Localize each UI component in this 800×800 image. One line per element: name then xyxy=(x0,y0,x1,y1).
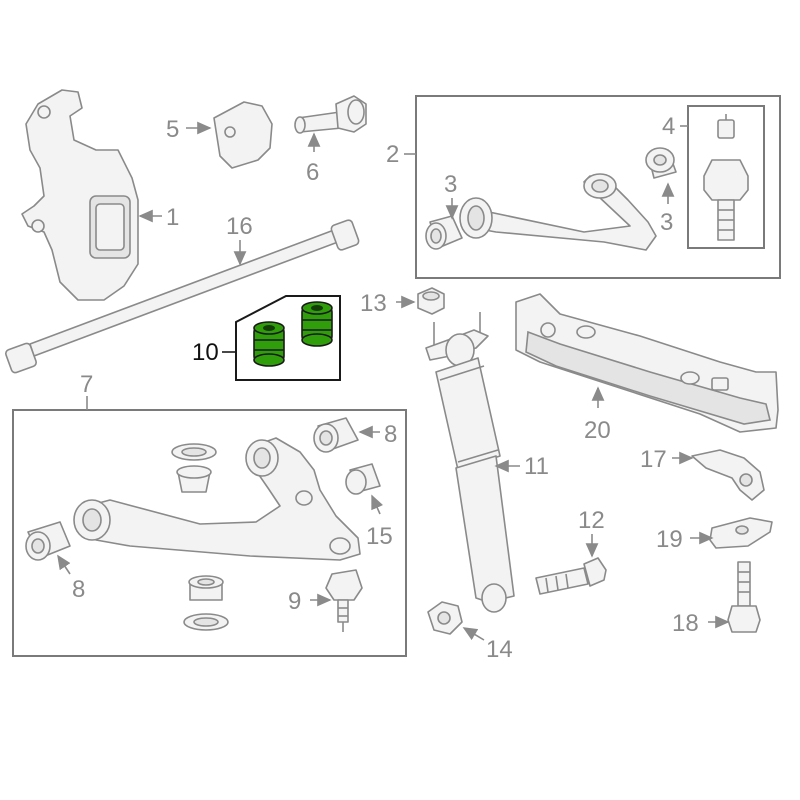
callout-2: 2 xyxy=(386,141,399,168)
callout-15: 15 xyxy=(366,523,393,550)
callout-10: 10 xyxy=(192,339,219,366)
cam-bolt xyxy=(294,95,367,134)
bushing-kit-box xyxy=(235,295,341,381)
bushing-left-highlighted xyxy=(253,321,285,367)
adjuster-bolt xyxy=(727,561,761,633)
upper-control-arm-group-box xyxy=(415,95,781,279)
upper-control-arm xyxy=(459,173,657,251)
callout-18: 18 xyxy=(672,610,699,637)
shock-bolt xyxy=(535,557,607,595)
splash-shield xyxy=(213,101,273,169)
upper-arm-bushing-right xyxy=(645,147,677,179)
lower-arm-bushing-left xyxy=(25,521,71,561)
stabilizer-bar xyxy=(5,219,360,374)
callout-9: 9 xyxy=(288,588,301,615)
steering-knuckle xyxy=(21,89,139,301)
insulator-upper xyxy=(176,465,212,493)
lower-nut xyxy=(427,601,463,635)
callout-8-bottom: 8 xyxy=(72,576,85,603)
bushing-right-highlighted xyxy=(301,301,333,347)
callout-19: 19 xyxy=(656,526,683,553)
lower-arm-bushing-small xyxy=(345,463,381,495)
callout-4: 4 xyxy=(662,113,675,140)
ball-joint-subgroup-box xyxy=(687,105,765,249)
callout-13: 13 xyxy=(360,290,387,317)
lower-ball-joint xyxy=(325,569,363,632)
callout-3-left: 3 xyxy=(444,171,457,198)
callout-3-right: 3 xyxy=(660,209,673,236)
callout-5: 5 xyxy=(166,116,179,143)
bushing-kit-highlighted xyxy=(253,301,333,367)
callout-17: 17 xyxy=(640,446,667,473)
upper-arm-bushing-left xyxy=(425,215,463,250)
lower-control-arm-group-box xyxy=(12,409,407,657)
lower-arm-bushing-right xyxy=(313,417,359,453)
crossmember xyxy=(515,293,779,433)
lower-control-arm xyxy=(73,437,361,561)
callout-7: 7 xyxy=(80,371,93,398)
callout-1: 1 xyxy=(166,204,179,231)
callout-20: 20 xyxy=(584,417,611,444)
washer-lower xyxy=(183,613,229,631)
washer-upper xyxy=(171,443,217,461)
upper-nut xyxy=(417,287,445,315)
upper-ball-joint xyxy=(703,114,749,241)
callout-11: 11 xyxy=(524,453,549,480)
callout-12: 12 xyxy=(578,507,605,534)
insulator-lower xyxy=(188,575,224,601)
callout-8-top: 8 xyxy=(384,421,397,448)
shock-absorber xyxy=(425,312,515,613)
callout-16: 16 xyxy=(226,213,253,240)
callout-6: 6 xyxy=(306,159,319,186)
torsion-key-bracket xyxy=(691,449,765,501)
callout-14: 14 xyxy=(486,636,513,663)
jounce-bumper xyxy=(709,517,773,549)
